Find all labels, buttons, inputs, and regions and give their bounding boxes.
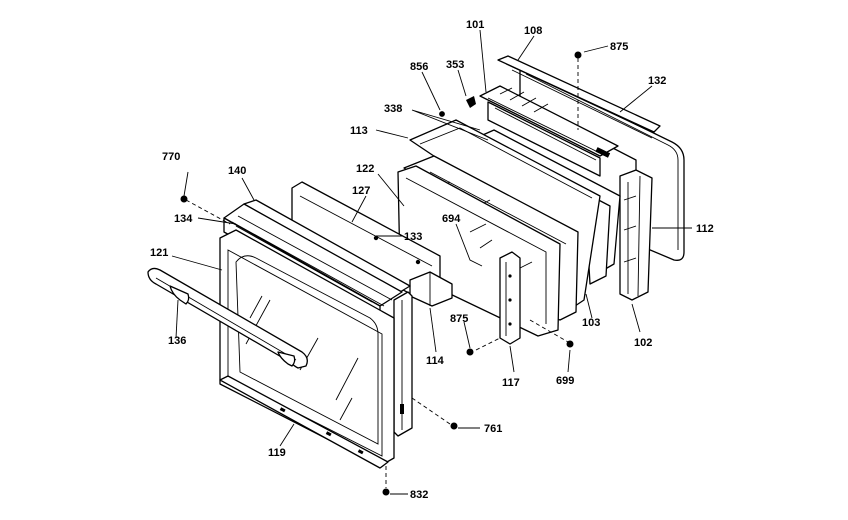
leader-lines [171,29,692,495]
callout-133: 133 [404,231,422,243]
callout-134: 134 [174,213,193,225]
callout-770: 770 [162,151,180,163]
screw-875-mid [466,348,474,356]
callout-761: 761 [484,423,502,435]
door-handle [147,267,308,369]
side-trim-front [393,291,413,437]
callout-122: 122 [356,163,374,175]
callout-labels: 101 108 875 856 353 132 338 113 770 140 … [150,19,714,501]
callout-103: 103 [582,317,600,329]
callout-127: 127 [352,185,370,197]
screws [180,51,582,496]
screw-761 [450,422,458,430]
vertical-bracket-117 [499,251,521,345]
side-rail-right [619,169,653,301]
callout-699: 699 [556,375,574,387]
callout-132: 132 [648,75,666,87]
screw-770 [180,195,188,203]
callout-140: 140 [228,165,246,177]
callout-856: 856 [410,61,428,73]
callout-832: 832 [410,489,428,501]
callout-136: 136 [168,335,186,347]
bottom-trim [219,375,389,469]
outer-door-panel [219,229,395,467]
screw-699 [566,340,574,348]
callout-112: 112 [696,223,714,235]
callout-102: 102 [634,337,652,349]
screw-832 [382,488,390,496]
callout-108: 108 [524,25,542,37]
callout-113: 113 [350,125,368,137]
callout-875-mid: 875 [450,313,468,325]
callout-101: 101 [466,19,484,31]
callout-117: 117 [502,377,520,389]
callout-121: 121 [150,247,168,259]
clip-353 [466,96,476,108]
top-vent-frame [479,85,619,177]
callout-694: 694 [442,213,461,225]
callout-119: 119 [268,447,286,459]
callout-353: 353 [446,59,464,71]
screw-875-top [574,51,582,59]
callout-114: 114 [426,355,445,367]
screw-856 [439,111,445,117]
assembly-lines [185,58,579,488]
callout-875-top: 875 [610,41,628,53]
callout-338: 338 [384,103,402,115]
